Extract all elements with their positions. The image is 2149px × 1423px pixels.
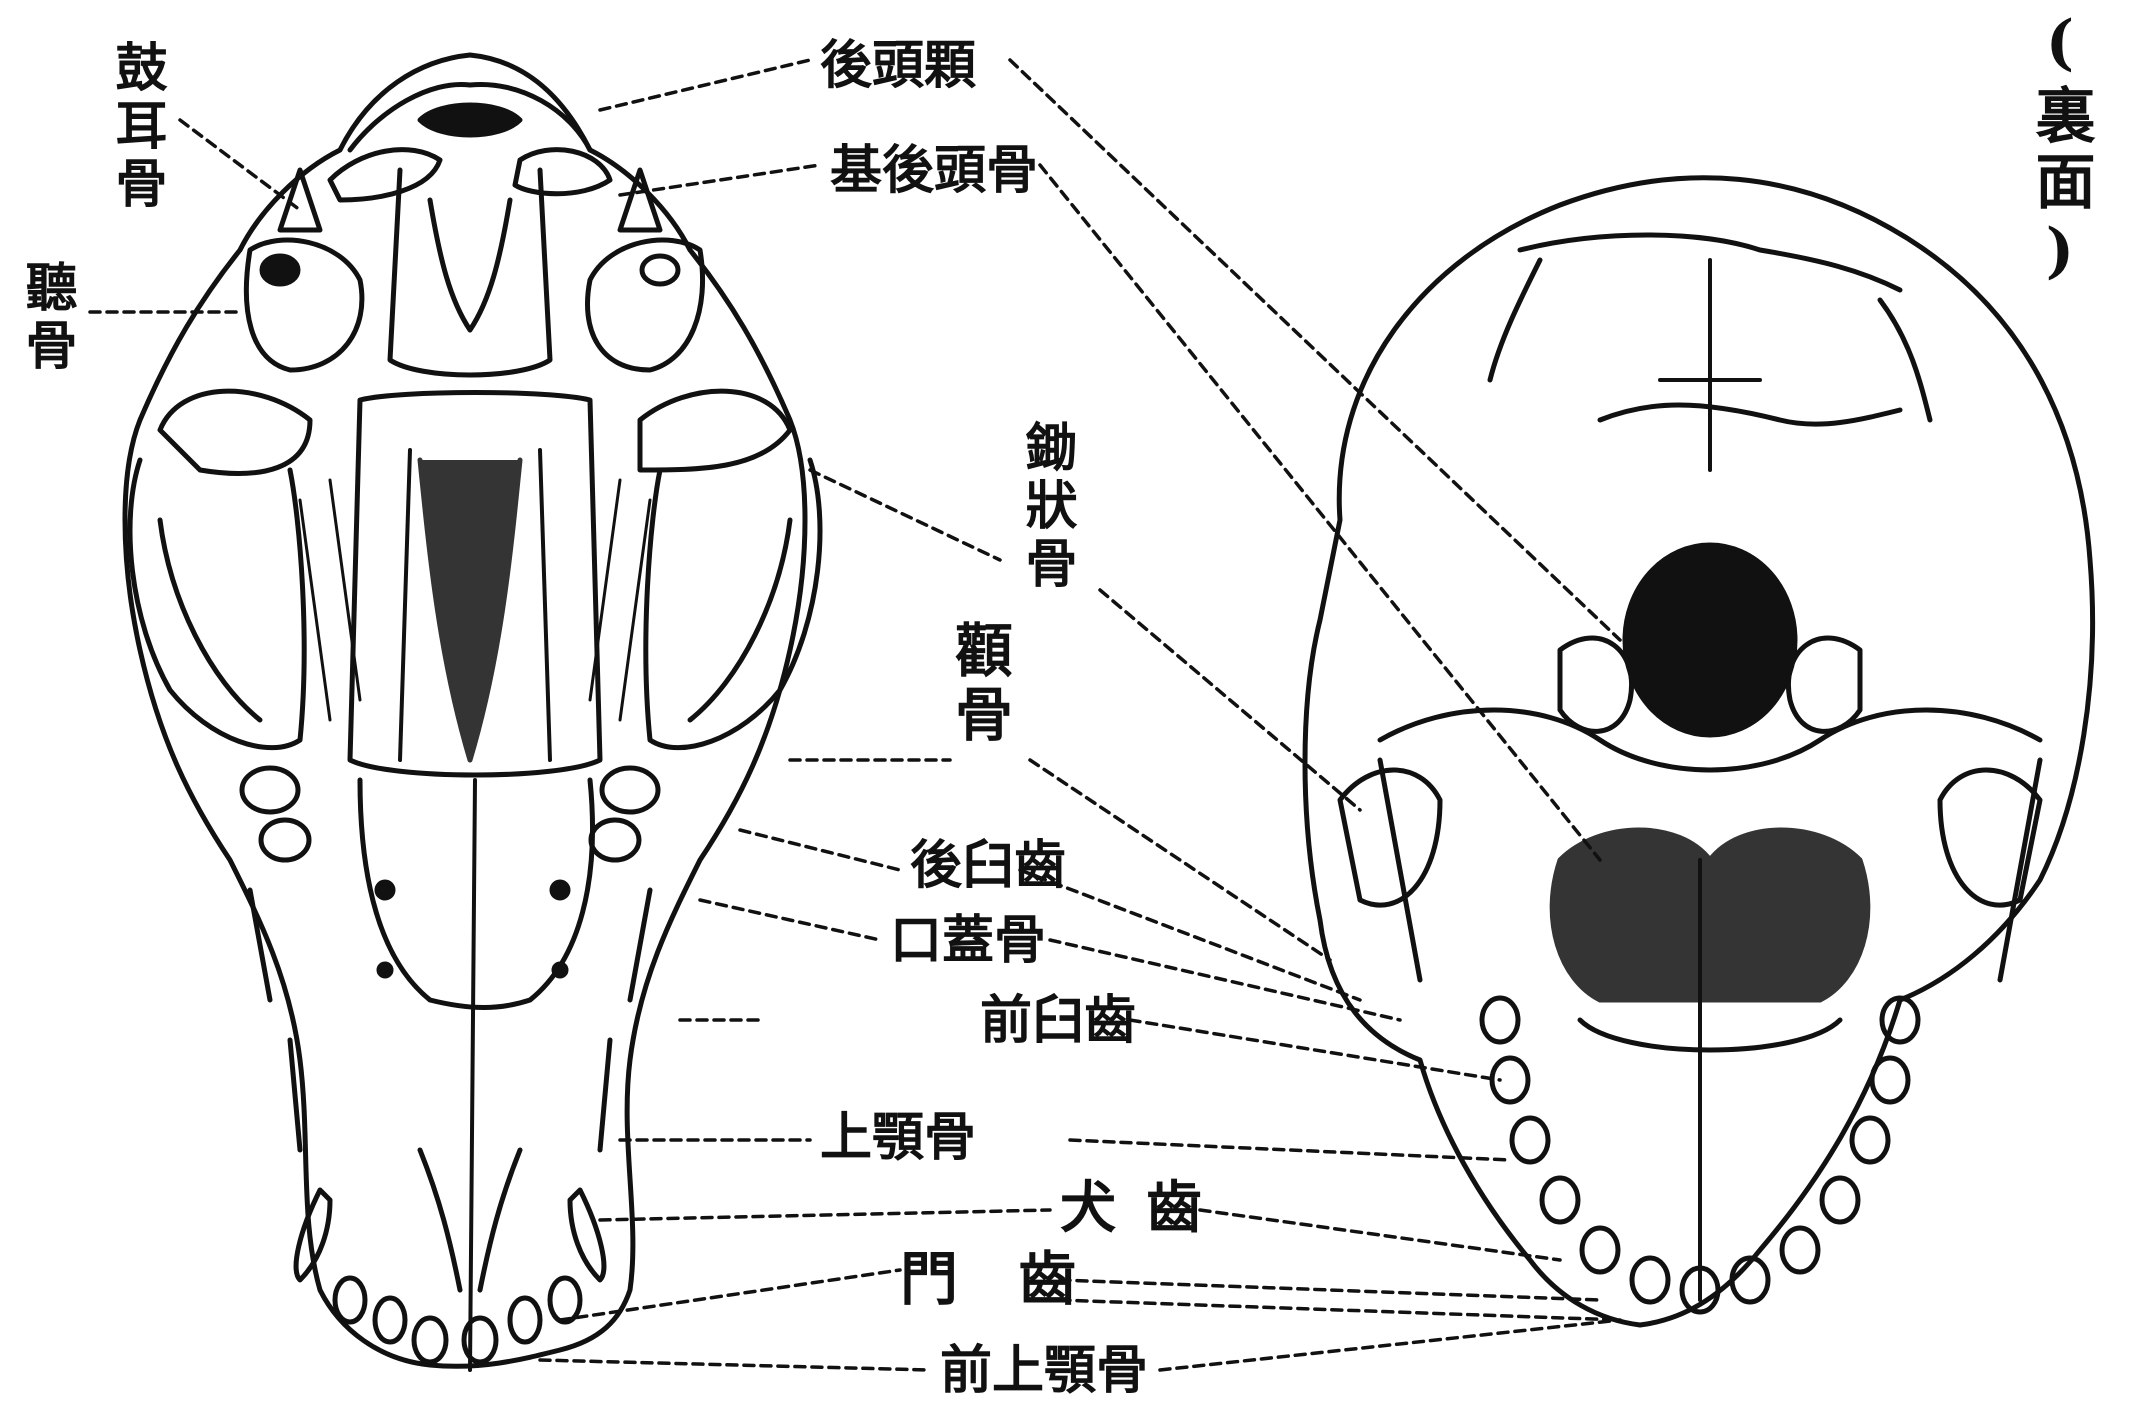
label-incisor: 門 齒 (900, 1250, 1096, 1308)
label-occipital-condyle: 後頭顆 (820, 40, 976, 92)
label-zygomatic: 顴骨 (950, 620, 1008, 748)
label-maxilla: 上顎骨 (820, 1112, 976, 1164)
label-tympanic-bulla: 鼓耳骨 (110, 40, 162, 214)
label-auditory: 聽骨 (20, 260, 72, 376)
ventral-skull (125, 55, 820, 1370)
label-vomer: 鋤狀骨 (1020, 420, 1072, 594)
label-canine: 犬齒 (1060, 1180, 1232, 1236)
label-molar: 後臼齒 (910, 840, 1066, 892)
posterior-skull (1305, 178, 2093, 1325)
label-basioccipital: 基後頭骨 (830, 145, 1038, 197)
leader-lines (90, 60, 1620, 1370)
view-title: (裏面) (2020, 8, 2140, 208)
label-premolar: 前臼齒 (980, 995, 1136, 1047)
label-premaxilla: 前上顎骨 (940, 1345, 1148, 1397)
label-palatine: 口蓋骨 (890, 915, 1046, 967)
